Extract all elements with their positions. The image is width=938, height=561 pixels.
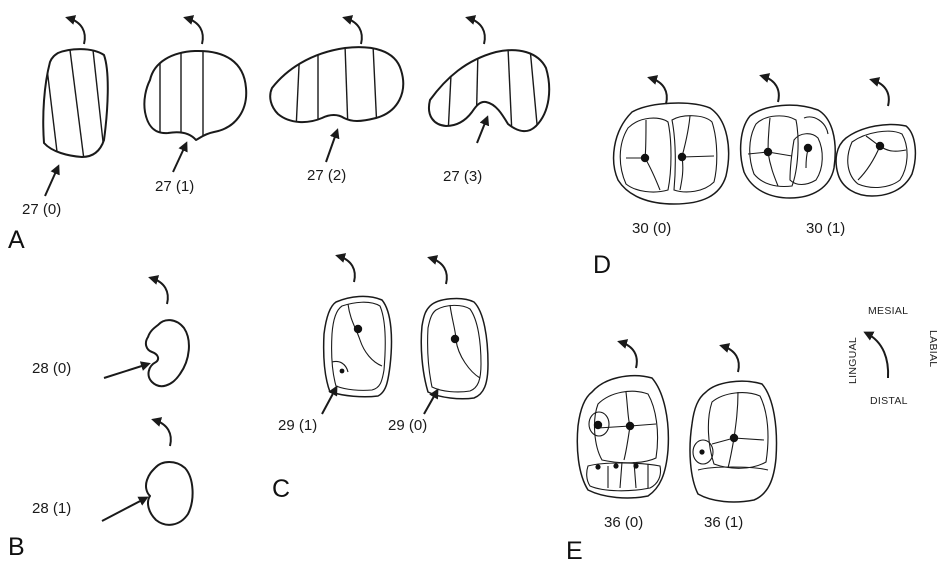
- tooth-label: 29 (1): [278, 417, 317, 434]
- pointer-arrow-icon: [173, 144, 186, 172]
- cusp-dot: [594, 421, 602, 429]
- tooth-36-1: 36 (1): [690, 346, 776, 531]
- cusp-dot: [626, 422, 634, 430]
- orientation-labial: LABIAL: [927, 330, 938, 367]
- cusp-dot: [354, 325, 362, 333]
- tooth-29-0: 29 (0): [388, 258, 488, 434]
- tooth-28-0: 28 (0): [32, 278, 189, 386]
- tooth-27-3: 27 (3): [429, 18, 549, 185]
- cusp-dot: [595, 464, 600, 469]
- orientation-distal: DISTAL: [870, 395, 908, 407]
- pointer-arrow-icon: [477, 118, 487, 143]
- pointer-arrow-icon: [322, 388, 336, 414]
- mesial-curl-arrow-icon: [722, 346, 739, 372]
- cusp-dot: [633, 463, 638, 468]
- cusp-dot: [340, 369, 345, 374]
- cusp-dot: [641, 154, 649, 162]
- cusp-dot: [764, 148, 772, 156]
- tooth-label: 27 (3): [443, 168, 482, 185]
- tooth-28-1: 28 (1): [32, 420, 193, 525]
- cusp-dot: [699, 449, 704, 454]
- panel-e: 36 (0) 36 (1) E: [566, 342, 776, 561]
- cusp-dot: [613, 463, 618, 468]
- panel-a: 27 (0) 27 (1): [8, 18, 549, 254]
- tooth-label: 28 (0): [32, 360, 71, 377]
- orientation-curl-arrow-icon: [866, 333, 888, 378]
- panel-letter-c: C: [272, 475, 290, 503]
- tooth-label: 36 (1): [704, 514, 743, 531]
- cusp-dot: [804, 144, 812, 152]
- tooth-30-1: 30 (1): [741, 76, 916, 237]
- tooth-label: 29 (0): [388, 417, 427, 434]
- tooth-27-0: 27 (0): [22, 18, 108, 218]
- mesial-curl-arrow-icon: [762, 76, 779, 102]
- cusp-dot: [678, 153, 686, 161]
- mesial-curl-arrow-icon: [872, 80, 889, 106]
- mesial-curl-arrow-icon: [151, 278, 168, 304]
- tooth-label: 27 (2): [307, 167, 346, 184]
- pointer-arrow-icon: [424, 391, 437, 414]
- pointer-arrow-icon: [102, 498, 146, 521]
- tooth-label: 30 (1): [806, 220, 845, 237]
- mesial-curl-arrow-icon: [345, 18, 362, 44]
- mesial-curl-arrow-icon: [468, 18, 485, 44]
- tooth-27-1: 27 (1): [144, 18, 246, 195]
- panel-letter-b: B: [8, 533, 25, 561]
- tooth-30-0: 30 (0): [614, 78, 729, 237]
- pointer-arrow-icon: [45, 167, 58, 196]
- tooth-label: 27 (1): [155, 178, 194, 195]
- tooth-36-0: 36 (0): [577, 342, 668, 531]
- tooth-29-1: 29 (1): [278, 256, 391, 434]
- mesial-curl-arrow-icon: [154, 420, 171, 446]
- cusp-dot: [730, 434, 738, 442]
- panel-c: 29 (1) 29 (0) C: [272, 256, 488, 503]
- panel-letter-d: D: [593, 251, 611, 279]
- panel-letter-e: E: [566, 537, 583, 561]
- tooth-27-2: 27 (2): [270, 18, 403, 184]
- mesial-curl-arrow-icon: [338, 256, 355, 282]
- mesial-curl-arrow-icon: [620, 342, 637, 368]
- mesial-curl-arrow-icon: [430, 258, 447, 284]
- tooth-label: 30 (0): [632, 220, 671, 237]
- panel-d: 30 (0) 30 (1) D: [593, 76, 915, 279]
- panel-letter-a: A: [8, 226, 25, 254]
- orientation-mesial: MESIAL: [868, 305, 908, 317]
- orientation-key: MESIAL DISTAL LINGUAL LABIAL: [847, 305, 938, 407]
- mesial-curl-arrow-icon: [650, 78, 667, 104]
- tooth-label: 28 (1): [32, 500, 71, 517]
- pointer-arrow-icon: [104, 364, 148, 378]
- orientation-lingual: LINGUAL: [847, 337, 859, 384]
- mesial-curl-arrow-icon: [186, 18, 203, 44]
- tooth-label: 36 (0): [604, 514, 643, 531]
- panel-b: 28 (0) 28 (1) B: [8, 278, 193, 561]
- cusp-dot: [451, 335, 459, 343]
- tooth-label: 27 (0): [22, 201, 61, 218]
- cusp-dot: [876, 142, 884, 150]
- pointer-arrow-icon: [326, 131, 337, 162]
- mesial-curl-arrow-icon: [68, 18, 85, 44]
